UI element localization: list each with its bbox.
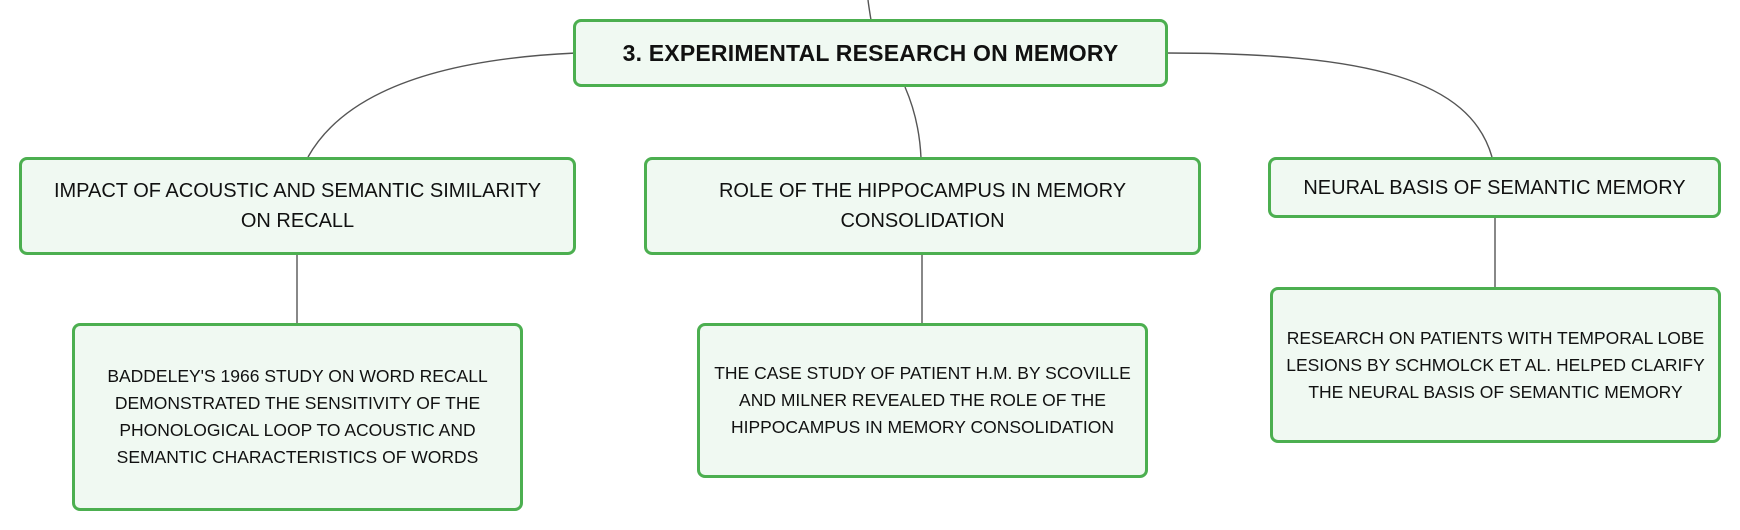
topic-node-label: IMPACT OF ACOUSTIC AND SEMANTIC SIMILARI… bbox=[53, 180, 542, 232]
topic-node-acoustic-semantic-similarity[interactable]: IMPACT OF ACOUSTIC AND SEMANTIC SIMILARI… bbox=[19, 157, 576, 255]
detail-node-text: RESEARCH ON PATIENTS WITH TEMPORAL LOBE … bbox=[1286, 327, 1705, 402]
detail-node-patient-hm[interactable]: THE CASE STUDY OF PATIENT H.M. BY SCOVIL… bbox=[697, 323, 1148, 478]
topic-node-label: NEURAL BASIS OF SEMANTIC MEMORY bbox=[1303, 176, 1686, 199]
detail-node-schmolck-research[interactable]: RESEARCH ON PATIENTS WITH TEMPORAL LOBE … bbox=[1270, 287, 1721, 443]
topic-node-semantic-memory-neural-basis[interactable]: NEURAL BASIS OF SEMANTIC MEMORY bbox=[1268, 157, 1721, 218]
connector-parent-to-root bbox=[867, 0, 872, 21]
detail-node-text: THE CASE STUDY OF PATIENT H.M. BY SCOVIL… bbox=[714, 363, 1131, 437]
root-node-label: 3. EXPERIMENTAL RESEARCH ON MEMORY bbox=[622, 39, 1119, 66]
detail-node-baddeley-study[interactable]: BADDELEY'S 1966 STUDY ON WORD RECALL DEM… bbox=[72, 323, 523, 511]
connector-root-to-topic-1 bbox=[307, 52, 577, 158]
topic-node-label: ROLE OF THE HIPPOCAMPUS IN MEMORY CONSOL… bbox=[718, 180, 1127, 232]
connector-root-to-topic-2 bbox=[904, 86, 922, 159]
topic-node-hippocampus-role[interactable]: ROLE OF THE HIPPOCAMPUS IN MEMORY CONSOL… bbox=[644, 157, 1201, 255]
root-node[interactable]: 3. EXPERIMENTAL RESEARCH ON MEMORY bbox=[573, 19, 1168, 87]
detail-node-text: BADDELEY'S 1966 STUDY ON WORD RECALL DEM… bbox=[107, 366, 488, 467]
connector-root-to-topic-3 bbox=[1165, 52, 1493, 158]
